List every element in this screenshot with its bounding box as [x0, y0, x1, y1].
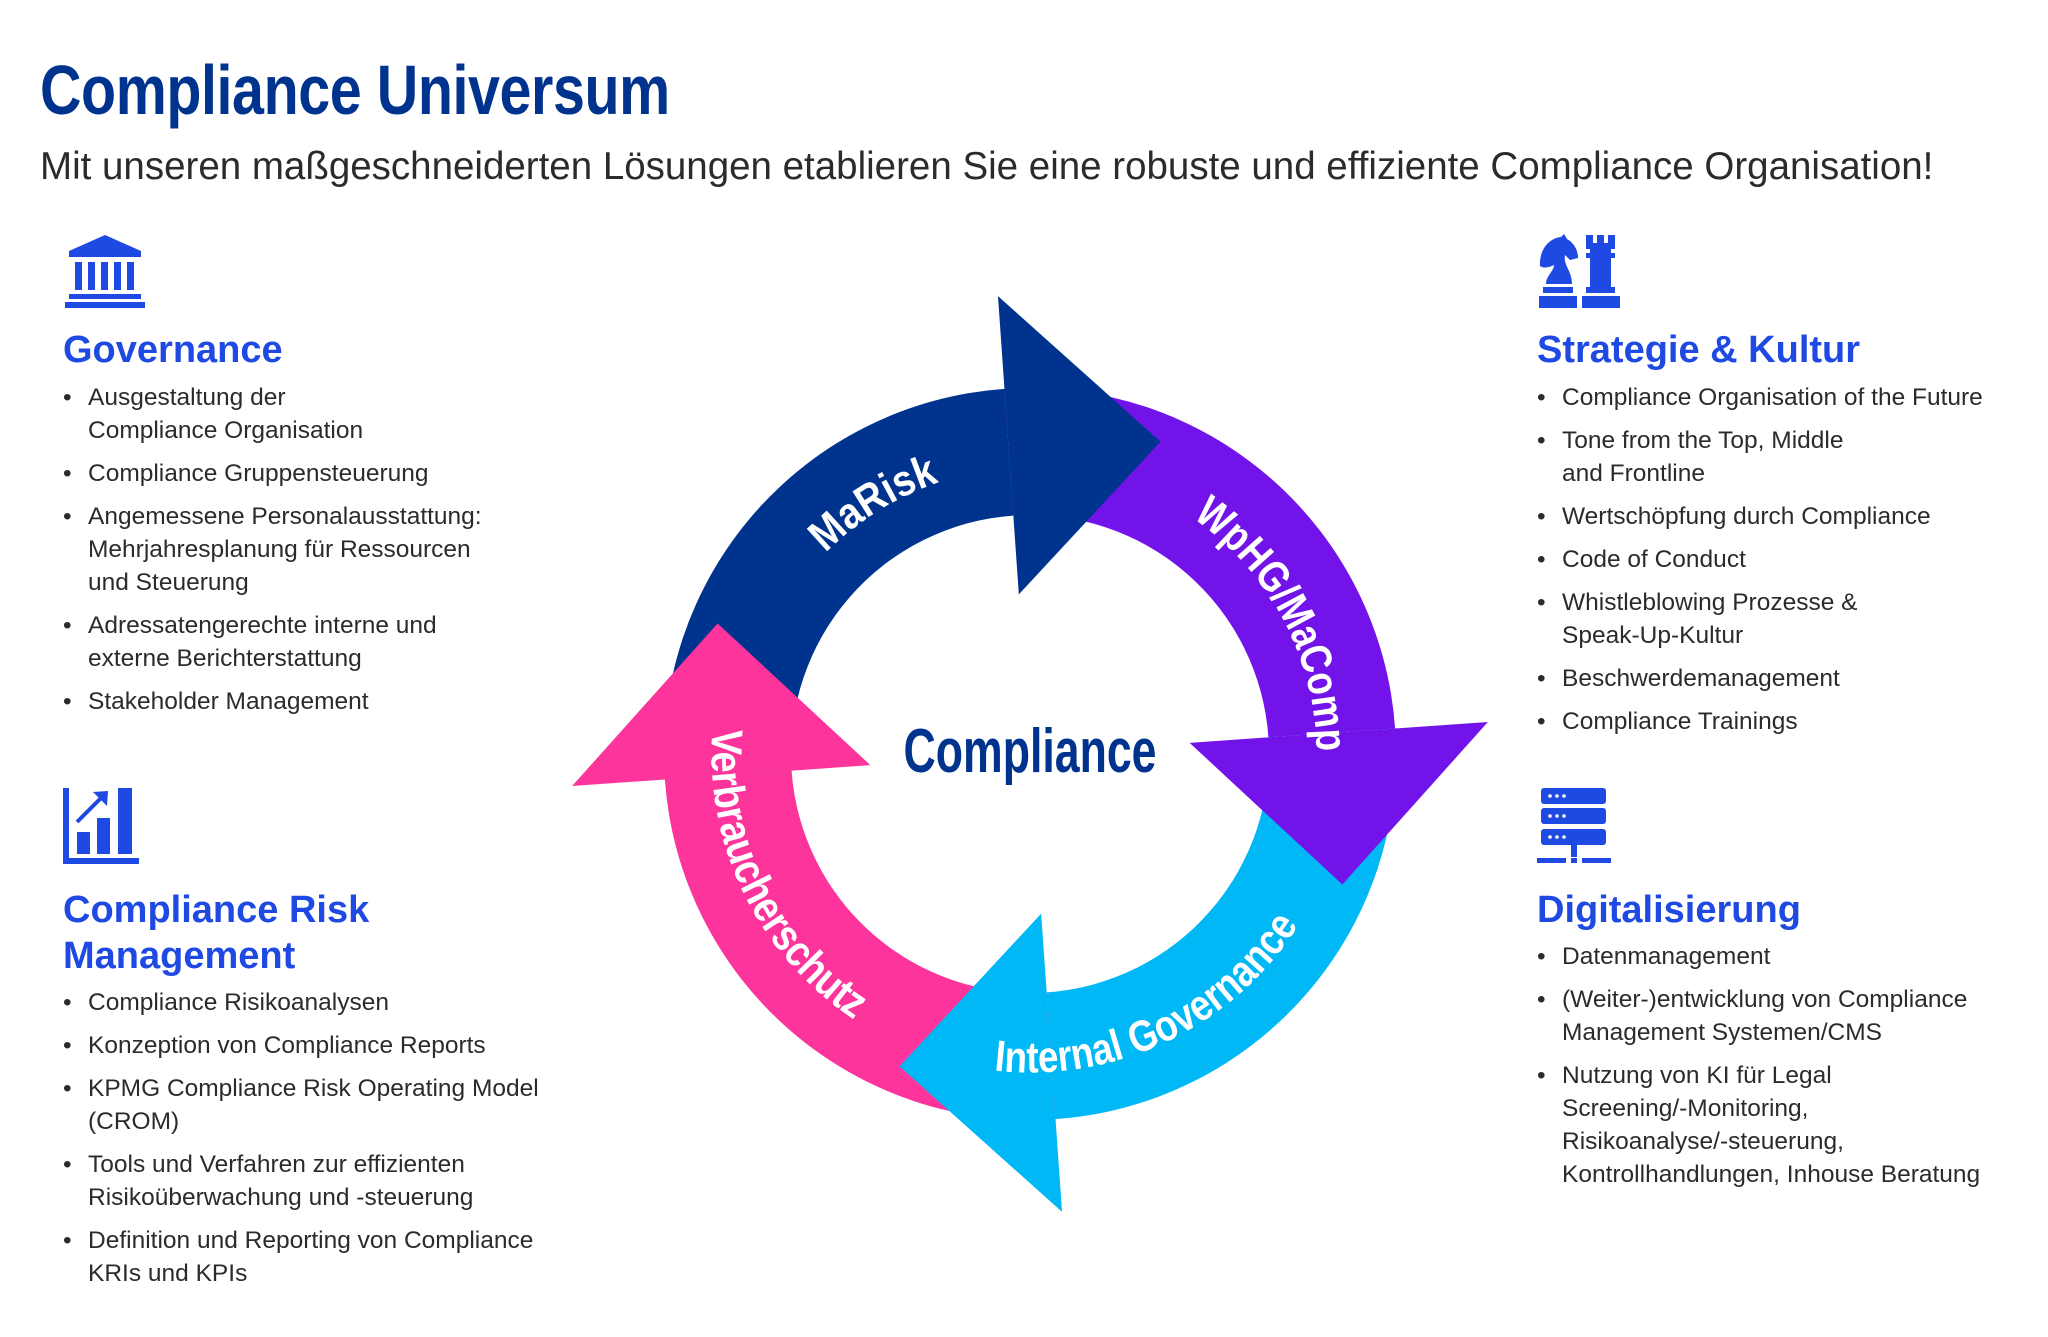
- list-item: • Definition und Reporting von Compliance…: [63, 1224, 539, 1290]
- list-item: • Datenmanagement: [1537, 940, 1980, 973]
- page-subtitle: Mit unseren maßgeschneiderten Lösungen e…: [40, 145, 1934, 188]
- list-item: • Stakeholder Management: [63, 685, 482, 718]
- list-item-line: Compliance Trainings: [1562, 708, 1798, 735]
- bullet-icon: •: [63, 612, 72, 639]
- list-item: • Beschwerdemanagement: [1537, 662, 1983, 695]
- list-item-line: Risikoüberwachung und -steuerung: [88, 1184, 474, 1211]
- list-item-line: Adressatengerechte interne und: [88, 612, 437, 639]
- bullet-icon: •: [63, 503, 72, 530]
- list-item: • Angemessene Personalausstattung: Mehrjah…: [63, 500, 482, 599]
- list-item-line: Risikoanalyse/-steuerung,: [1562, 1128, 1844, 1155]
- list-item-line: KPMG Compliance Risk Operating Model: [88, 1075, 539, 1102]
- list-item-line: Angemessene Personalausstattung:: [88, 503, 482, 530]
- bullet-icon: •: [63, 460, 72, 487]
- growth-chart-icon: [63, 788, 139, 864]
- strategy-heading: Strategie & Kultur: [1537, 329, 1861, 371]
- bullet-icon: •: [1537, 708, 1546, 735]
- chess-knight-rook-icon: [1539, 234, 1620, 308]
- list-item-line: (Weiter-)entwicklung von Compliance: [1562, 986, 1968, 1013]
- list-item-line: externe Berichterstattung: [88, 645, 362, 672]
- list-item-line: Management Systemen/CMS: [1562, 1019, 1882, 1046]
- bullet-icon: •: [1537, 546, 1546, 573]
- list-item: • Compliance Organisation of the Future: [1537, 381, 1983, 414]
- list-item: • Wertschöpfung durch Compliance: [1537, 500, 1983, 533]
- digital-heading: Digitalisierung: [1537, 889, 1801, 931]
- server-network-icon: [1537, 788, 1611, 863]
- risk-list: • Compliance Risikoanalysen • Konzeption vo…: [63, 986, 539, 1300]
- arrow-head: [899, 913, 1063, 1212]
- bullet-icon: •: [63, 384, 72, 411]
- risk-heading-line: Compliance Risk: [63, 889, 370, 931]
- list-item-line: Tools und Verfahren zur effizienten: [88, 1151, 465, 1178]
- bullet-icon: •: [1537, 384, 1546, 411]
- list-item-line: Mehrjahresplanung für Ressourcen: [88, 536, 471, 563]
- list-item-line: Kontrollhandlungen, Inhouse Beratung: [1562, 1161, 1981, 1188]
- bullet-icon: •: [1537, 665, 1546, 692]
- list-item: • Tone from the Top, Middle and Frontline: [1537, 424, 1983, 490]
- bullet-icon: •: [63, 1151, 72, 1178]
- list-item-line: Whistleblowing Prozesse &: [1562, 589, 1858, 616]
- list-item-line: Beschwerdemanagement: [1562, 665, 1840, 692]
- list-item: • Konzeption von Compliance Reports: [63, 1029, 539, 1062]
- list-item: • Compliance Gruppensteuerung: [63, 457, 482, 490]
- list-item-line: Ausgestaltung der: [88, 384, 286, 411]
- bullet-icon: •: [1537, 1062, 1546, 1089]
- governance-heading: Governance: [63, 329, 283, 371]
- arrow-head: [1189, 721, 1488, 885]
- list-item-line: Nutzung von KI für Legal: [1562, 1062, 1832, 1089]
- list-item-line: Compliance Risikoanalysen: [88, 989, 389, 1016]
- digital-list: • Datenmanagement • (Weiter-)entwicklung vo…: [1537, 940, 1980, 1201]
- bullet-icon: •: [63, 1032, 72, 1059]
- list-item: • Code of Conduct: [1537, 543, 1983, 576]
- list-item: • Compliance Risikoanalysen: [63, 986, 539, 1019]
- bullet-icon: •: [63, 1075, 72, 1102]
- strategy-list: • Compliance Organisation of the Future • T…: [1537, 381, 1983, 748]
- bullet-icon: •: [1537, 986, 1546, 1013]
- bullet-icon: •: [1537, 503, 1546, 530]
- list-item: • Whistleblowing Prozesse & Speak-Up-Kultu…: [1537, 586, 1983, 652]
- list-item-line: Datenmanagement: [1562, 943, 1771, 970]
- arrow-head: [572, 623, 871, 787]
- risk-heading-line: Management: [63, 935, 296, 977]
- bank-building-icon: [65, 235, 145, 308]
- bullet-icon: •: [1537, 427, 1546, 454]
- list-item-line: Compliance Organisation of the Future: [1562, 384, 1983, 411]
- list-item-line: Tone from the Top, Middle: [1562, 427, 1844, 454]
- list-item-line: Stakeholder Management: [88, 688, 369, 715]
- bullet-icon: •: [63, 989, 72, 1016]
- center-label: Compliance: [904, 717, 1157, 786]
- list-item-line: Konzeption von Compliance Reports: [88, 1032, 486, 1059]
- bullet-icon: •: [1537, 943, 1546, 970]
- list-item: • KPMG Compliance Risk Operating Model (CR…: [63, 1072, 539, 1138]
- list-item: • Adressatengerechte interne und externe B…: [63, 609, 482, 675]
- list-item: • Compliance Trainings: [1537, 705, 1983, 738]
- list-item-line: (CROM): [88, 1108, 180, 1135]
- list-item-line: und Steuerung: [88, 569, 249, 596]
- arrow-head: [997, 296, 1161, 595]
- list-item-line: Screening/-Monitoring,: [1562, 1095, 1809, 1122]
- list-item-line: Code of Conduct: [1562, 546, 1746, 573]
- bullet-icon: •: [63, 1227, 72, 1254]
- list-item-line: and Frontline: [1562, 460, 1706, 487]
- list-item-line: KRIs und KPIs: [88, 1260, 248, 1287]
- list-item-line: Wertschöpfung durch Compliance: [1562, 503, 1931, 530]
- risk-heading: Compliance Risk Management: [63, 887, 369, 979]
- list-item-line: Speak-Up-Kultur: [1562, 622, 1744, 649]
- list-item-line: Compliance Gruppensteuerung: [88, 460, 429, 487]
- list-item-line: Definition und Reporting von Compliance: [88, 1227, 534, 1254]
- list-item-line: Compliance Organisation: [88, 417, 364, 444]
- page-title: Compliance Universum: [40, 51, 670, 129]
- bullet-icon: •: [1537, 589, 1546, 616]
- bullet-icon: •: [63, 688, 72, 715]
